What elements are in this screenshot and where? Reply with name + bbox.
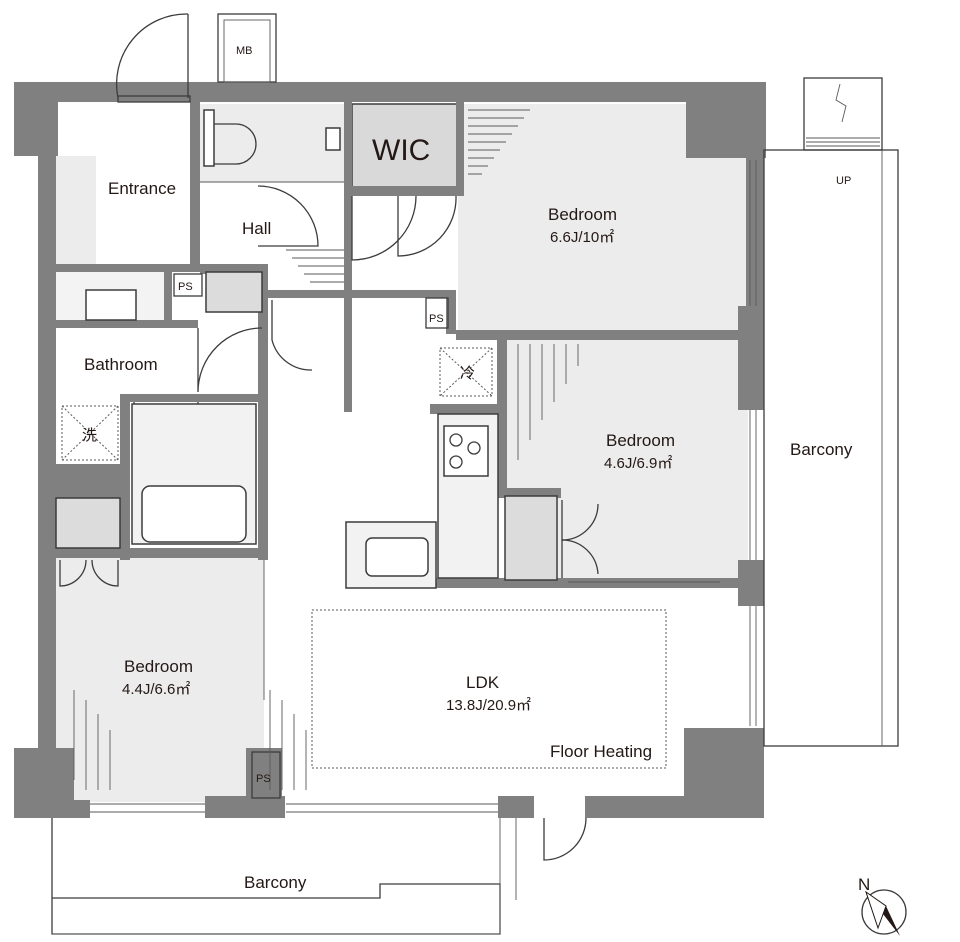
ps-label-3: PS	[256, 773, 271, 785]
barcony-east-label: Barcony	[790, 440, 853, 459]
floor-wic	[351, 103, 459, 189]
closet-e	[504, 495, 558, 581]
compass-icon	[861, 889, 907, 936]
labels: Entrance Hall WIC MB Bedroom 6.6J/10㎡ Be…	[82, 45, 870, 894]
storage-w	[55, 497, 121, 549]
bathroom-label: Bathroom	[84, 355, 158, 374]
floor-entrance-closet	[56, 156, 96, 266]
bedroom-e-area: 4.6J/6.9㎡	[604, 455, 672, 472]
floor-toilet	[198, 104, 344, 182]
shoe-cabinet	[205, 271, 263, 313]
fixtures	[55, 271, 667, 799]
ps-label-2: PS	[429, 313, 444, 325]
ldk-area: 13.8J/20.9㎡	[446, 697, 531, 714]
ps-label-1: PS	[178, 281, 193, 293]
wic-label: WIC	[372, 134, 430, 167]
toilet-fixture	[200, 109, 344, 183]
hall-label: Hall	[242, 219, 271, 238]
bedroom-w-area: 4.4J/6.6㎡	[122, 681, 190, 698]
bedroom-w-label: Bedroom	[124, 657, 193, 676]
exterior-stairs	[803, 77, 883, 151]
washer-symbol: 洗	[82, 427, 97, 444]
stair-up-label: UP	[836, 175, 851, 187]
floor-heating-area	[311, 609, 667, 769]
fridge-symbol: 冷	[460, 365, 475, 382]
bedroom-e-label: Bedroom	[606, 431, 675, 450]
windows	[90, 160, 757, 813]
floor-heating-label: Floor Heating	[550, 742, 652, 761]
bedroom-ne-label: Bedroom	[548, 205, 617, 224]
bedroom-ne-area: 6.6J/10㎡	[550, 229, 614, 246]
entrance-door	[115, 13, 191, 103]
floor-bedroom-w	[56, 558, 264, 802]
walls	[14, 82, 766, 818]
ldk-label: LDK	[466, 673, 500, 692]
barcony-south-label: Barcony	[244, 873, 307, 892]
fridge-space	[439, 347, 493, 397]
compass-north-label: N	[858, 875, 870, 894]
mb-label: MB	[236, 45, 253, 57]
balconies	[51, 149, 899, 935]
hatching	[73, 109, 579, 790]
vanity-sink	[85, 289, 137, 321]
entrance-label: Entrance	[108, 179, 176, 198]
washer-space	[61, 405, 119, 461]
